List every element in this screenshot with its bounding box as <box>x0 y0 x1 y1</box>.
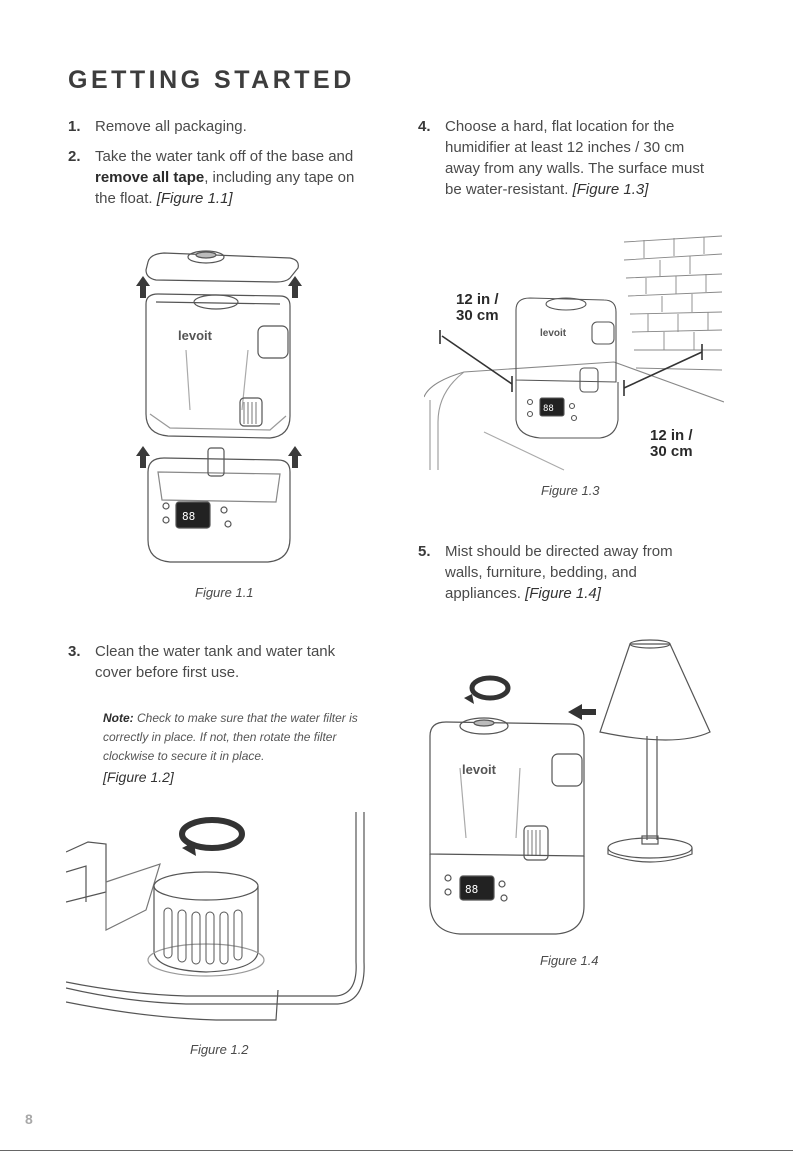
figure-caption: Figure 1.4 <box>540 953 599 968</box>
step-text-main: Choose a hard, flat location for the hum… <box>445 118 704 198</box>
lamp <box>599 639 711 863</box>
step-text-post: , including any tape on the float. <box>95 169 355 207</box>
brand-logo: levoit <box>462 762 497 777</box>
footer-rule <box>0 1150 793 1151</box>
step-5: 5. Mist should be directed away from wal… <box>418 541 673 604</box>
page-title: GETTING STARTED <box>68 66 355 94</box>
rotate-clockwise-icon <box>464 675 511 704</box>
tank-bracket <box>66 841 107 903</box>
filter-cap <box>153 871 259 901</box>
brand-logo: levoit <box>178 328 213 343</box>
tank-wall <box>66 812 357 997</box>
figure-caption: Figure 1.3 <box>541 483 600 498</box>
figure-caption: Figure 1.1 <box>195 585 254 600</box>
arrow-up-icon <box>136 276 302 468</box>
page-number: 8 <box>25 1111 33 1127</box>
step-3: 3. Clean the water tank and water tank c… <box>68 641 373 683</box>
filter <box>239 397 263 427</box>
step-1: 1. Remove all packaging. <box>68 116 368 137</box>
humidifier-base <box>147 457 291 563</box>
step-number: 1. <box>68 118 81 135</box>
step-number: 5. <box>418 543 431 560</box>
step-text-main: Mist should be directed away from walls,… <box>445 543 673 602</box>
step-number: 4. <box>418 118 431 135</box>
step-text: Take the water tank off of the base and … <box>68 146 373 209</box>
water-tank <box>515 297 617 383</box>
display-digits: 88 <box>465 883 478 896</box>
note-label: Note: <box>103 711 134 725</box>
dimension-inches: 12 in / <box>456 291 499 308</box>
figure-1-3-illustration: 88 levoit <box>424 235 724 471</box>
step-text: Clean the water tank and water tank cove… <box>95 643 336 681</box>
display-digits: 88 <box>182 510 195 523</box>
cover-knob <box>187 250 225 264</box>
rotate-clockwise-icon <box>179 817 245 856</box>
water-tank <box>145 293 291 439</box>
dimension-cm: 30 cm <box>650 443 693 460</box>
distance-line <box>439 330 703 396</box>
step-text-bold: remove all tape <box>95 169 205 186</box>
note-text: Check to make sure that the water filter… <box>103 711 358 763</box>
figure-reference: [Figure 1.4] <box>525 585 601 602</box>
figure-1-4-illustration: 88 levoit <box>429 639 711 935</box>
step-text: Remove all packaging. <box>95 118 247 135</box>
figure-1-2-illustration <box>66 812 365 1021</box>
water-tank <box>429 721 585 857</box>
humidifier-base <box>515 380 619 439</box>
dimension-cm: 30 cm <box>456 307 499 324</box>
step-text-pre: Take the water tank off of the base and <box>95 148 354 165</box>
display-panel <box>175 501 211 529</box>
filter-body <box>153 886 259 973</box>
tank-handle <box>257 325 289 359</box>
humidifier-base <box>429 854 585 935</box>
brick-wall <box>623 235 723 371</box>
arrow-left-icon <box>568 704 596 720</box>
step-number: 3. <box>68 643 81 660</box>
tank-cover <box>145 252 299 283</box>
dimension-label-right: 12 in / 30 cm <box>650 428 693 460</box>
step-text: Choose a hard, flat location for the hum… <box>418 116 708 200</box>
dimension-label-left: 12 in / 30 cm <box>456 292 499 324</box>
figure-reference: [Figure 1.3] <box>572 181 649 198</box>
float <box>207 447 225 477</box>
dimension-inches: 12 in / <box>650 427 693 444</box>
filter-note: Note: Check to make sure that the water … <box>103 709 373 787</box>
display-digits: 88 <box>543 404 554 414</box>
step-2: 2. Take the water tank off of the base a… <box>68 146 373 209</box>
figure-1-1-illustration: 88 levoit <box>136 250 302 563</box>
step-4: 4. Choose a hard, flat location for the … <box>418 116 708 200</box>
step-text: Mist should be directed away from walls,… <box>418 541 673 604</box>
figure-caption: Figure 1.2 <box>190 1042 249 1057</box>
table-surface <box>424 361 724 403</box>
step-number: 2. <box>68 148 81 165</box>
brand-logo: levoit <box>540 328 567 339</box>
figure-reference: [Figure 1.1] <box>156 190 233 207</box>
figure-reference: [Figure 1.2] <box>103 769 174 785</box>
